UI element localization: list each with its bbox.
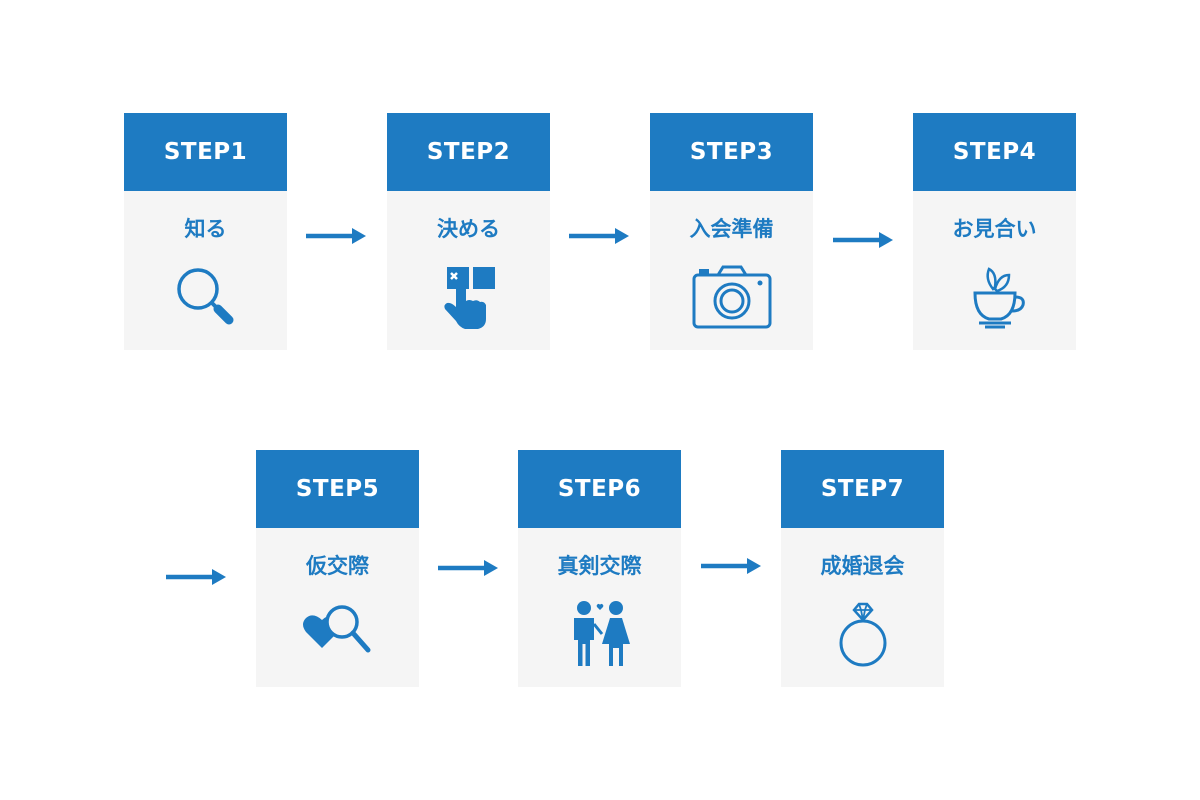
camera-icon [692, 265, 771, 329]
step-title: 真剣交際 [557, 554, 642, 578]
tea-cup-icon [972, 267, 1025, 329]
step-label: STEP5 [256, 450, 419, 528]
step-title: 仮交際 [306, 554, 369, 578]
arrow-2-3 [569, 226, 633, 246]
arrow-1-2 [306, 226, 370, 246]
step-label: STEP3 [650, 113, 813, 191]
arrow-6-7 [701, 556, 765, 576]
magnifier-icon [176, 268, 233, 325]
arrow-5-6 [438, 558, 502, 578]
step-label: STEP6 [518, 450, 681, 528]
step-title: 知る [184, 217, 227, 241]
step-card-3: STEP3 入会準備 [650, 113, 813, 350]
step-card-5: STEP5 仮交際 [256, 450, 419, 687]
step-card-6: STEP6 真剣交際 [518, 450, 681, 687]
arrow-4-5 [166, 567, 230, 587]
couple-icon [573, 601, 630, 666]
step-label: STEP2 [387, 113, 550, 191]
step-card-1: STEP1 知る [124, 113, 287, 350]
step-label: STEP4 [913, 113, 1076, 191]
step-label: STEP7 [781, 450, 944, 528]
step-title: 決める [437, 217, 500, 241]
heart-magnifier-icon [302, 605, 370, 653]
arrow-3-4 [833, 230, 897, 250]
step-label: STEP1 [124, 113, 287, 191]
hand-pointing-checkbox-icon [443, 267, 495, 329]
diamond-ring-icon [839, 602, 886, 667]
step-title: 成婚退会 [820, 554, 905, 578]
step-title: 入会準備 [689, 217, 774, 241]
step-title: お見合い [952, 217, 1037, 241]
step-card-2: STEP2 決める [387, 113, 550, 350]
step-card-4: STEP4 お見合い [913, 113, 1076, 350]
step-card-7: STEP7 成婚退会 [781, 450, 944, 687]
